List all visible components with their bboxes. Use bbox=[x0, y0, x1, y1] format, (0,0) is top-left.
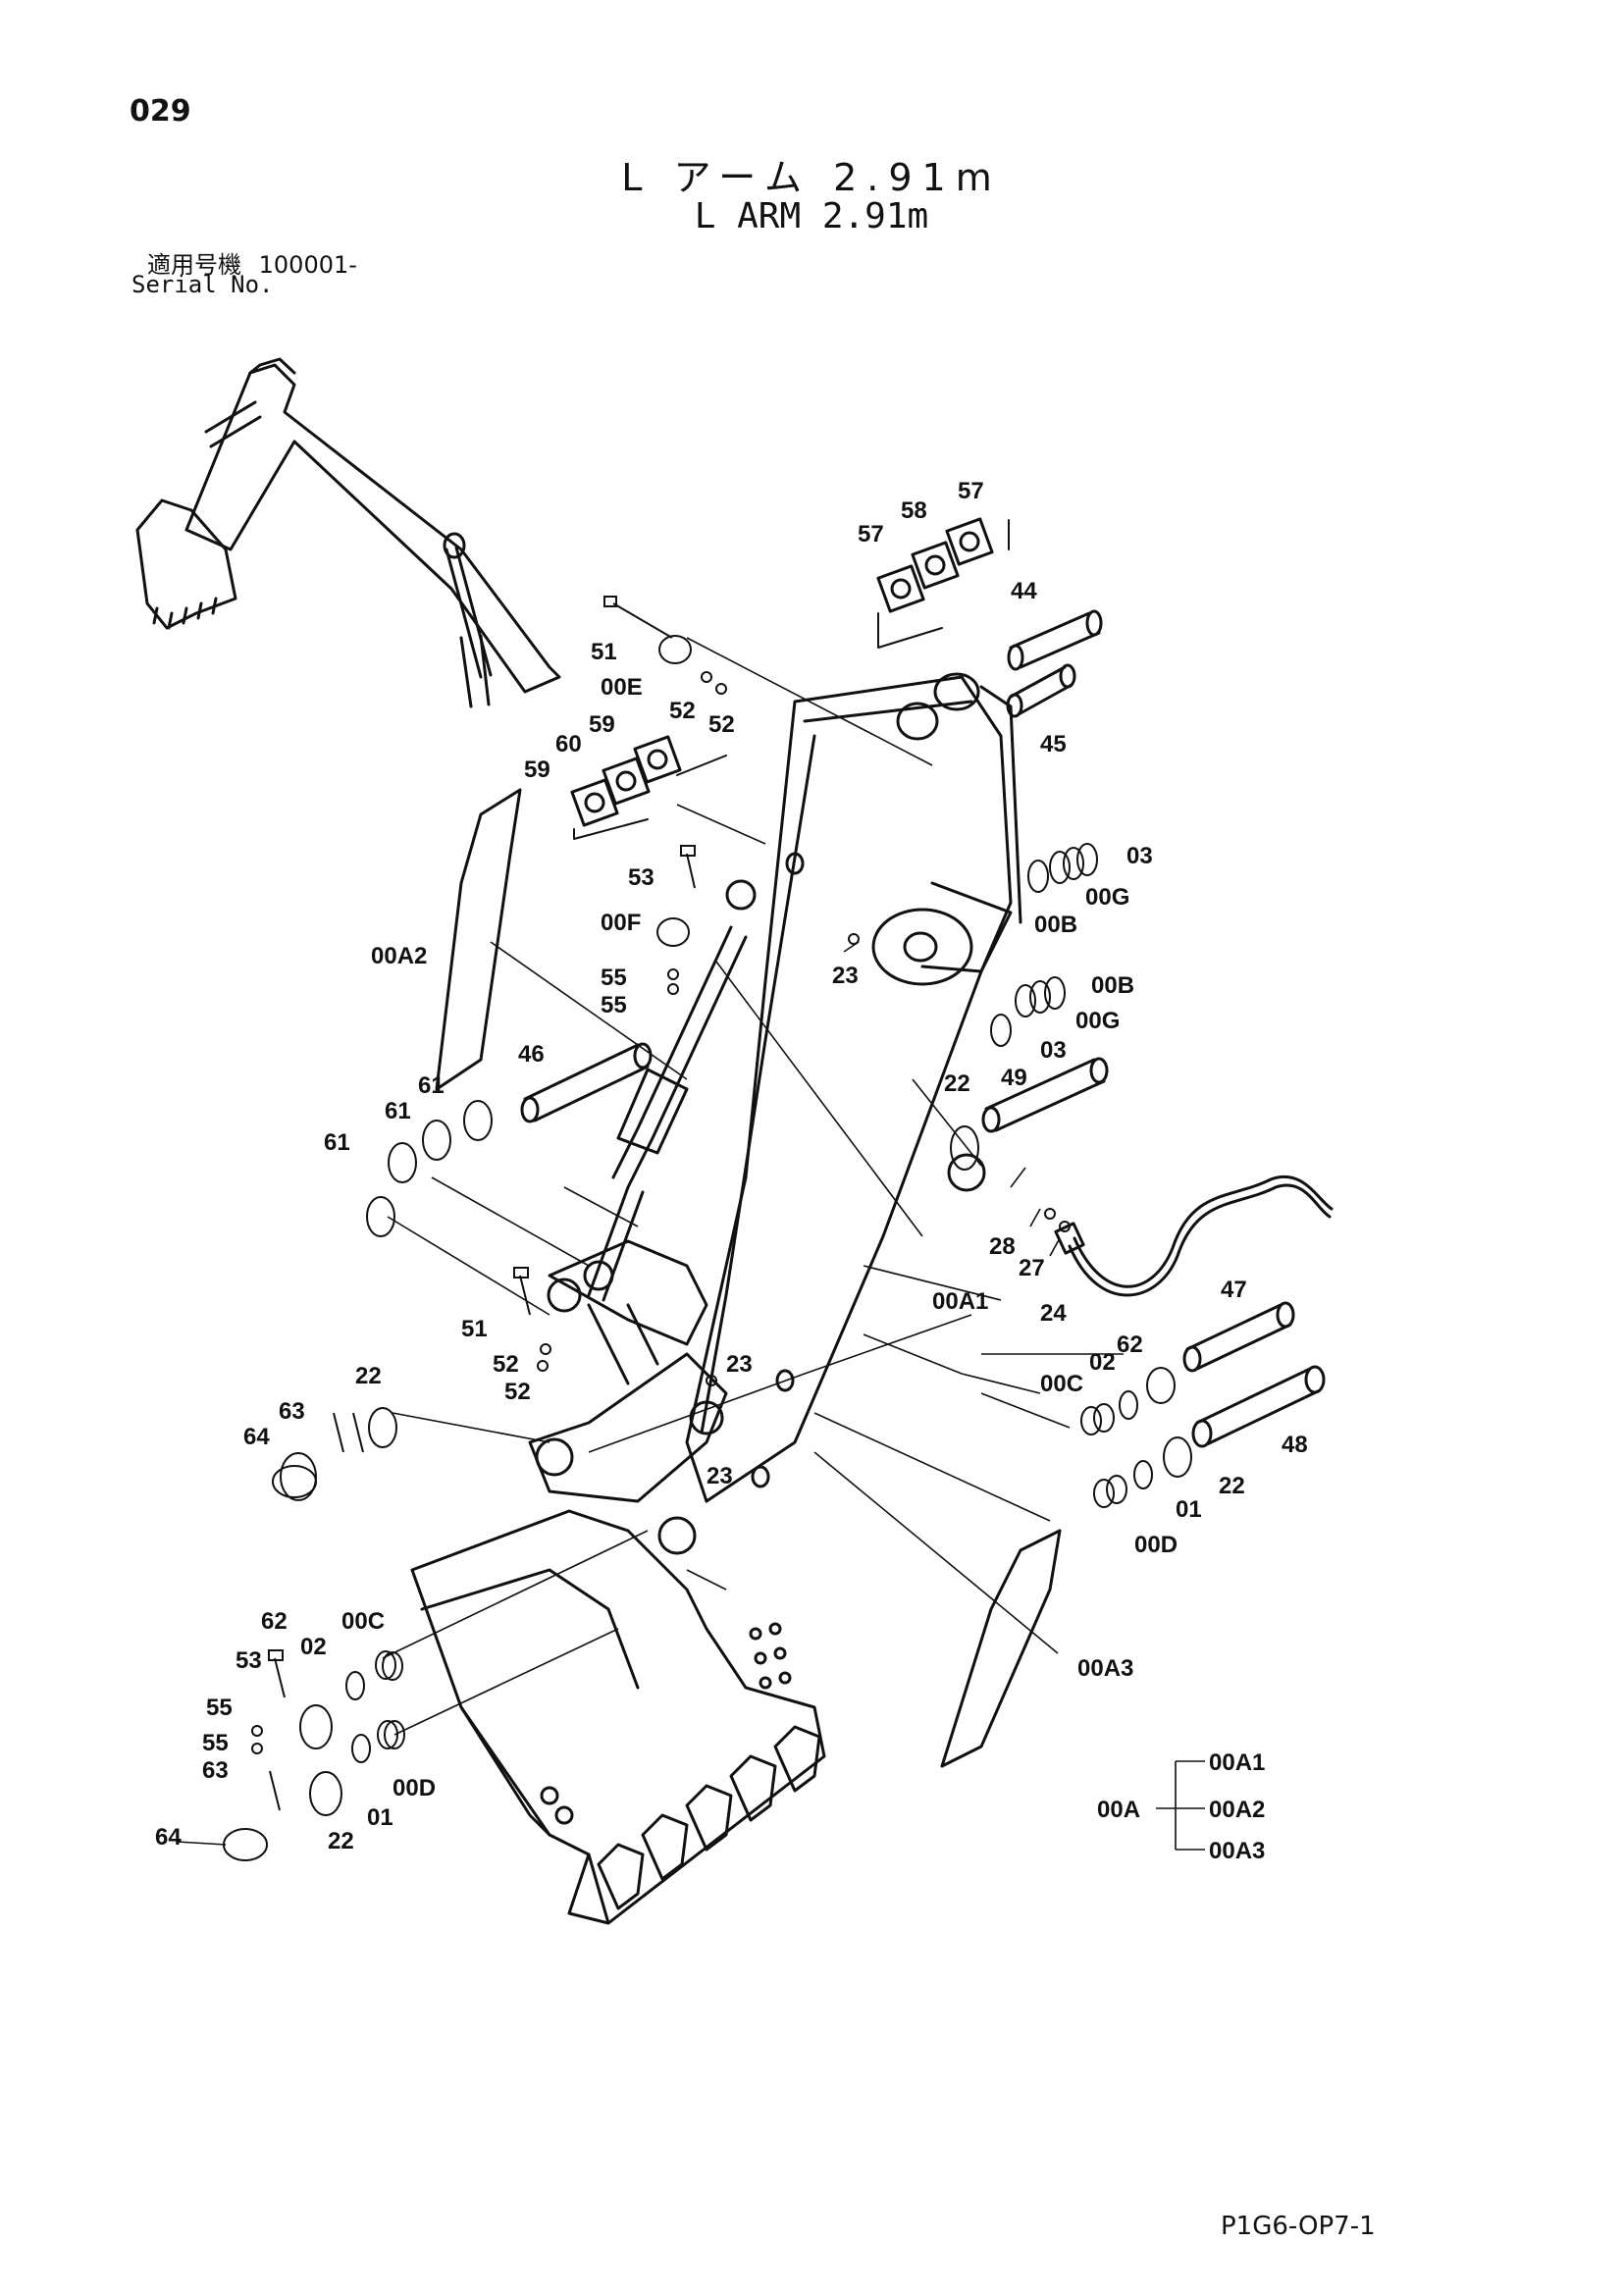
callout-03: 03 bbox=[1126, 843, 1153, 869]
title-english: L ARM 2.91m bbox=[694, 196, 929, 236]
callout-23: 23 bbox=[726, 1351, 753, 1378]
callout-52: 52 bbox=[708, 711, 735, 738]
serial-value: 100001- bbox=[258, 251, 357, 279]
callout-51: 51 bbox=[461, 1316, 488, 1342]
callout-44: 44 bbox=[1011, 578, 1037, 604]
wear-plate-00A3 bbox=[940, 1529, 1062, 1768]
bolts bbox=[251, 596, 1071, 1811]
page-number: 029 bbox=[130, 94, 191, 129]
pin-44 bbox=[1007, 609, 1103, 671]
callout-02: 02 bbox=[300, 1634, 327, 1660]
leader-lines bbox=[176, 637, 1124, 1846]
callout-00D: 00D bbox=[1134, 1532, 1178, 1558]
callout-53: 53 bbox=[628, 864, 654, 891]
legend-child-00A3: 00A3 bbox=[1209, 1838, 1265, 1864]
pin-47 bbox=[1182, 1301, 1295, 1373]
callout-22: 22 bbox=[328, 1828, 354, 1854]
arm-cylinder bbox=[587, 925, 748, 1302]
legend-child-00A2: 00A2 bbox=[1209, 1797, 1265, 1823]
callout-52: 52 bbox=[493, 1351, 519, 1378]
callout-00E: 00E bbox=[601, 674, 643, 701]
pin-46 bbox=[520, 1042, 653, 1123]
callout-28: 28 bbox=[989, 1233, 1016, 1260]
callout-01: 01 bbox=[1176, 1496, 1202, 1523]
bucket-teeth bbox=[597, 1725, 821, 1910]
callout-59: 59 bbox=[524, 757, 550, 783]
serial-label-japanese: 適用号機 bbox=[147, 251, 241, 279]
callout-03: 03 bbox=[1040, 1037, 1067, 1064]
wear-plate-00A2 bbox=[435, 788, 522, 1091]
callout-24: 24 bbox=[1040, 1300, 1067, 1327]
callout-27: 27 bbox=[1019, 1255, 1045, 1281]
callout-00G: 00G bbox=[1085, 884, 1129, 911]
callout-48: 48 bbox=[1282, 1432, 1308, 1458]
callout-52: 52 bbox=[669, 698, 696, 724]
callout-52: 52 bbox=[504, 1379, 531, 1405]
callout-60: 60 bbox=[555, 731, 582, 757]
callout-59: 59 bbox=[589, 711, 615, 738]
callout-55: 55 bbox=[206, 1695, 233, 1721]
pin-45 bbox=[1006, 663, 1076, 718]
callout-62: 62 bbox=[1117, 1331, 1143, 1358]
callout-00A3: 00A3 bbox=[1077, 1655, 1133, 1682]
serial-label-english: Serial No. bbox=[131, 271, 274, 298]
callout-00A1: 00A1 bbox=[932, 1288, 988, 1315]
grease-hose bbox=[1054, 1175, 1334, 1297]
callout-00B: 00B bbox=[1091, 972, 1134, 999]
assembly-legend: 00A 00A1 00A2 00A3 bbox=[1097, 1749, 1265, 1864]
callout-57: 57 bbox=[858, 521, 884, 548]
callout-00F: 00F bbox=[601, 910, 641, 936]
pin-48 bbox=[1191, 1365, 1326, 1448]
callout-45: 45 bbox=[1040, 731, 1067, 757]
callout-61: 61 bbox=[324, 1129, 350, 1156]
title-japanese: L アーム 2.91m bbox=[621, 156, 1002, 199]
callout-46: 46 bbox=[518, 1041, 545, 1068]
callout-22: 22 bbox=[355, 1363, 382, 1389]
callout-22: 22 bbox=[944, 1070, 970, 1097]
callout-55: 55 bbox=[202, 1730, 229, 1756]
callout-23: 23 bbox=[832, 963, 859, 989]
callout-00D: 00D bbox=[393, 1775, 436, 1801]
serial-number-line: 適用号機 100001- bbox=[147, 245, 357, 280]
callout-49: 49 bbox=[1001, 1065, 1027, 1091]
callout-02: 02 bbox=[1089, 1349, 1116, 1376]
bucket bbox=[410, 1509, 826, 1925]
bucket-linkage bbox=[528, 1239, 728, 1555]
callout-63: 63 bbox=[202, 1757, 229, 1784]
drawing-code: P1G6-OP7-1 bbox=[1221, 2212, 1376, 2241]
callout-47: 47 bbox=[1221, 1277, 1247, 1303]
callout-63: 63 bbox=[279, 1398, 305, 1425]
legend-child-00A1: 00A1 bbox=[1209, 1749, 1265, 1776]
legend-parent: 00A bbox=[1097, 1797, 1140, 1823]
shims-upper bbox=[876, 517, 1010, 649]
arm-body bbox=[685, 672, 1022, 1503]
excavator-inset-icon bbox=[135, 357, 561, 708]
callout-57: 57 bbox=[958, 478, 984, 504]
callout-00G: 00G bbox=[1075, 1008, 1120, 1034]
callout-00A2: 00A2 bbox=[371, 943, 427, 969]
callout-00B: 00B bbox=[1034, 912, 1077, 938]
callout-58: 58 bbox=[901, 497, 927, 524]
callout-00C: 00C bbox=[1040, 1371, 1083, 1397]
callout-00C: 00C bbox=[341, 1608, 385, 1635]
callout-64: 64 bbox=[243, 1424, 270, 1450]
callout-61: 61 bbox=[385, 1098, 411, 1124]
callout-51: 51 bbox=[591, 639, 617, 665]
rings bbox=[223, 843, 1192, 1861]
callout-23: 23 bbox=[707, 1463, 733, 1489]
callout-61: 61 bbox=[418, 1072, 445, 1099]
callout-62: 62 bbox=[261, 1608, 288, 1635]
callout-01: 01 bbox=[367, 1804, 393, 1831]
pin-49 bbox=[981, 1057, 1109, 1133]
callout-64: 64 bbox=[155, 1824, 182, 1851]
callout-22: 22 bbox=[1219, 1473, 1245, 1499]
callout-labels: 57 58 57 44 45 51 00E 52 52 60 59 59 03 … bbox=[155, 478, 1308, 1854]
callout-53: 53 bbox=[236, 1647, 262, 1674]
shims-left bbox=[570, 735, 727, 840]
callout-55: 55 bbox=[601, 992, 627, 1018]
callout-55: 55 bbox=[601, 965, 627, 991]
